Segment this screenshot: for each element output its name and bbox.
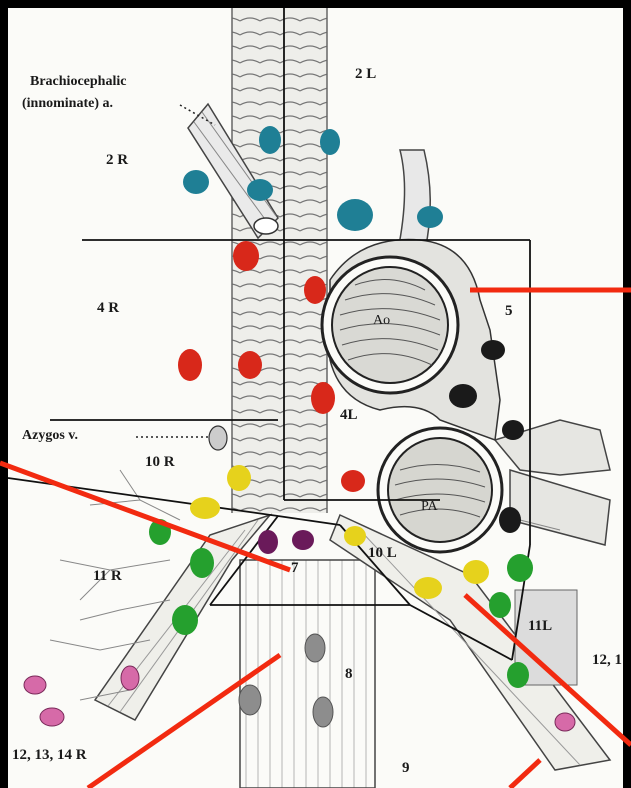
station-11R-label: 11 R — [93, 568, 122, 585]
pulmonary-artery — [378, 428, 502, 552]
station-9-label: 9 — [402, 760, 410, 777]
station-4R-label: 4 R — [97, 300, 119, 317]
station-7-label: 7 — [291, 560, 299, 577]
left-carotid-vessel — [398, 150, 430, 250]
lymph-nodes-purple — [258, 530, 314, 554]
station-10R-label: 10 R — [145, 454, 175, 471]
station-10L-label: 10 L — [368, 545, 397, 562]
station-8-label: 8 — [345, 666, 353, 683]
brachiocephalic-label-line1: Brachiocephalic — [30, 74, 126, 90]
brachiocephalic-label-line2: (innominate) a. — [22, 96, 113, 112]
station-12-left-label: 12, 1 — [592, 652, 622, 669]
station-2R-label: 2 R — [106, 152, 128, 169]
esophagus — [240, 560, 375, 788]
station-12-13-14R-label: 12, 13, 14 R — [12, 747, 87, 764]
aorta-label: Ao — [373, 313, 390, 329]
azygos-vein — [209, 426, 227, 450]
station-5-label: 5 — [505, 303, 513, 320]
station-11L-label: 11L — [528, 618, 552, 635]
pointer-line-bottom — [510, 760, 540, 788]
azygos-label: Azygos v. — [22, 428, 78, 444]
station-4L-label: 4L — [340, 407, 358, 424]
station-2L-label: 2 L — [355, 66, 376, 83]
pulmonary-artery-label: PA — [421, 499, 438, 515]
